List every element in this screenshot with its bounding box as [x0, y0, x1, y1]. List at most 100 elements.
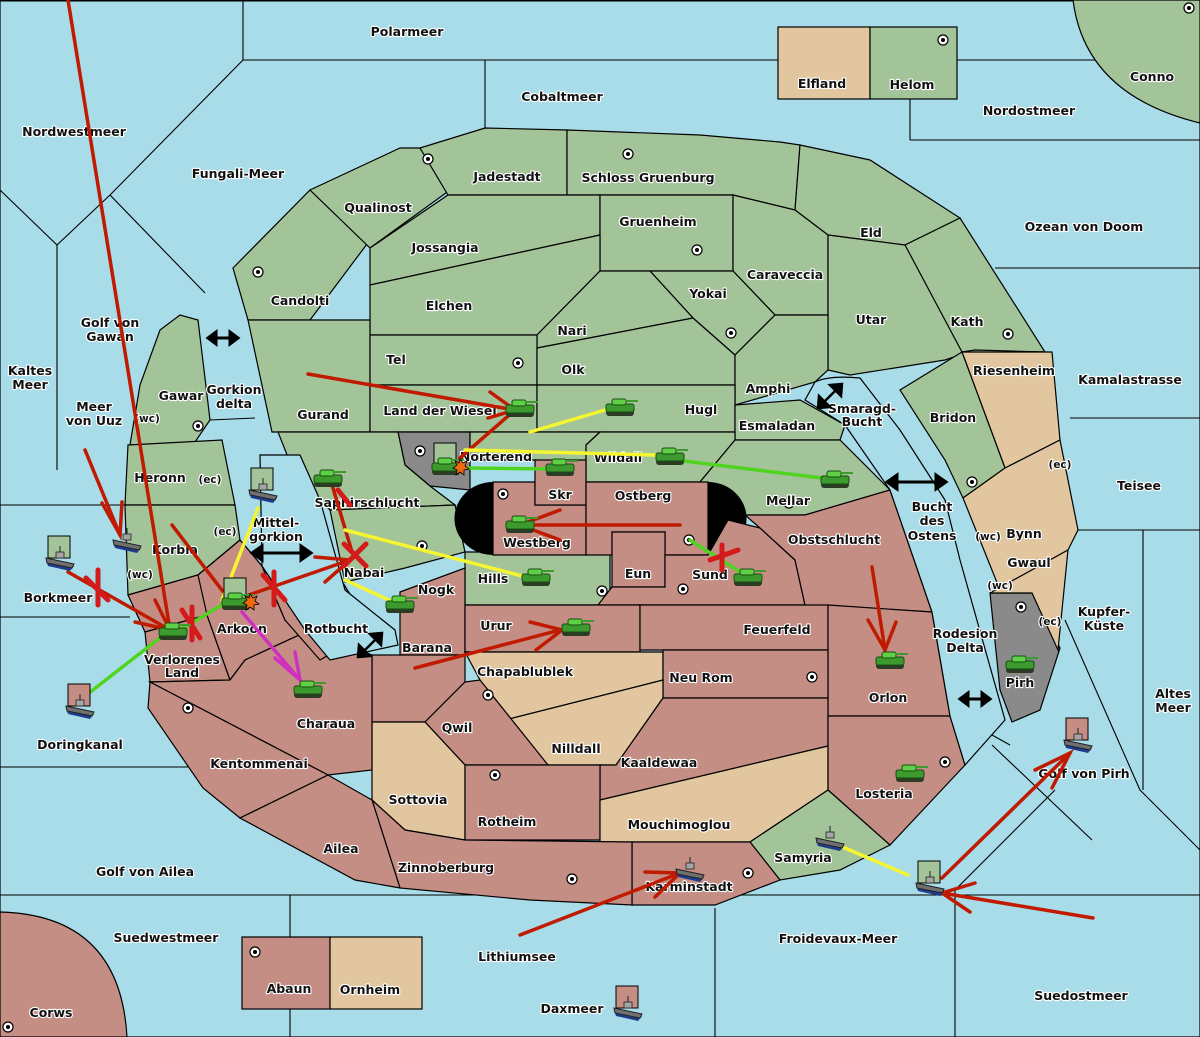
- region-label-smaragd1: Smaragd-: [828, 401, 896, 416]
- canal-arrow-smaragd: [816, 382, 844, 410]
- region-label-gwaul: Gwaul: [1007, 555, 1050, 570]
- army-unit[interactable]: [1005, 655, 1038, 673]
- army-unit[interactable]: [733, 568, 766, 586]
- region-label-smaragd2: Bucht: [842, 414, 883, 429]
- order-move: [940, 751, 1072, 880]
- region-label-utar: Utar: [856, 312, 888, 327]
- region-label-gorkion1: Gorkion: [206, 382, 261, 397]
- region-label-nabai: Nabai: [344, 565, 385, 580]
- army-unit[interactable]: [505, 399, 538, 417]
- fleet-unit[interactable]: [613, 985, 643, 1021]
- region-label-neurom: Neu Rom: [669, 670, 732, 685]
- supply-center-dot: [501, 492, 505, 496]
- fleet-unit[interactable]: [675, 857, 705, 882]
- supply-center-dot: [695, 248, 699, 252]
- fleet-unit[interactable]: [65, 683, 95, 719]
- supply-center-dot: [516, 361, 520, 365]
- coast-label-korbia-ec: (ec): [214, 526, 237, 538]
- tank-icon: [158, 622, 191, 640]
- fleet-unit[interactable]: [248, 467, 278, 503]
- supply-center-dot: [6, 1025, 10, 1029]
- army-unit[interactable]: [895, 764, 928, 782]
- fleet-unit[interactable]: [112, 528, 142, 553]
- tank-icon: [385, 595, 418, 613]
- order-move: [940, 891, 1095, 920]
- region-corws[interactable]: [0, 911, 128, 1037]
- region-label-rotheim: Rotheim: [478, 814, 537, 829]
- fleet-unit[interactable]: [815, 826, 845, 851]
- tank-icon: [820, 470, 853, 488]
- coast-label-gwaul-ec: (ec): [1039, 616, 1062, 628]
- region-label-eld: Eld: [860, 225, 882, 240]
- army-unit[interactable]: [605, 398, 638, 416]
- region-gwaul[interactable]: [989, 548, 1069, 653]
- army-unit[interactable]: [655, 447, 688, 465]
- region-label-nilldall: Nilldall: [551, 741, 600, 756]
- tank-icon: [521, 568, 554, 586]
- supply-center-dot: [810, 675, 814, 679]
- supply-center-dot: [970, 480, 974, 484]
- sea-bucht-des-ostens[interactable]: [804, 376, 1006, 767]
- ship-icon: [45, 546, 75, 571]
- region-elfland[interactable]: [777, 26, 871, 100]
- ship-icon: [613, 996, 643, 1021]
- region-label-olk: Olk: [561, 362, 585, 377]
- army-unit[interactable]: [313, 469, 346, 487]
- region-label-golfailea: Golf von Ailea: [96, 864, 194, 879]
- region-label-golfgawan2: Gawan: [86, 329, 134, 344]
- fleet-unit[interactable]: [1063, 717, 1093, 753]
- region-label-elfland: Elfland: [798, 76, 846, 91]
- canal-arrow-mittelgorkion: [249, 543, 314, 563]
- tank-icon: [895, 764, 928, 782]
- region-label-suedwestmeer: Suedwestmeer: [114, 930, 220, 945]
- region-ornheim[interactable]: [329, 936, 423, 1010]
- region-label-ornheim: Ornheim: [340, 982, 400, 997]
- supply-center-dot: [253, 950, 257, 954]
- order-support-hold: [463, 466, 562, 471]
- fleet-unit[interactable]: [915, 860, 945, 896]
- failed-order-marker: [260, 569, 288, 608]
- region-gruenheim[interactable]: [599, 194, 734, 272]
- region-label-altes2: Meer: [1155, 700, 1191, 715]
- region-label-fungali: Fungali-Meer: [192, 166, 285, 181]
- army-unit[interactable]: [505, 515, 538, 533]
- army-unit[interactable]: [385, 595, 418, 613]
- region-label-bucht2: des: [920, 513, 945, 528]
- region-conno[interactable]: [1072, 0, 1200, 124]
- region-label-bynn: Bynn: [1006, 526, 1041, 541]
- region-label-helom: Helom: [890, 77, 935, 92]
- failed-order-marker: [83, 567, 111, 608]
- army-unit[interactable]: [545, 458, 578, 476]
- region-label-amphi: Amphi: [746, 381, 791, 396]
- region-label-mellar: Mellar: [766, 493, 811, 508]
- tank-icon: [733, 568, 766, 586]
- region-ailea[interactable]: [238, 774, 401, 889]
- order-move: [83, 448, 122, 537]
- region-label-jossangia: Jossangia: [410, 240, 478, 255]
- army-unit[interactable]: [875, 651, 908, 669]
- coast-label-gawar-wc: (wc): [134, 413, 160, 425]
- region-label-bridon: Bridon: [930, 410, 976, 425]
- army-unit[interactable]: [431, 442, 470, 476]
- army-unit[interactable]: [521, 568, 554, 586]
- army-unit[interactable]: [293, 680, 326, 698]
- region-label-skr: Skr: [548, 487, 572, 502]
- supply-center-dot: [787, 501, 791, 505]
- region-label-kaltes2: Meer: [12, 377, 48, 392]
- coast-label-heronn-ec: (ec): [199, 474, 222, 486]
- region-label-uuz2: von Uuz: [66, 413, 122, 428]
- supply-center-dot: [570, 877, 574, 881]
- army-unit[interactable]: [221, 577, 260, 611]
- supply-center-dot: [426, 157, 430, 161]
- tank-icon: [655, 447, 688, 465]
- army-unit[interactable]: [820, 470, 853, 488]
- fleet-unit[interactable]: [45, 535, 75, 571]
- supply-center-dot: [943, 760, 947, 764]
- army-unit[interactable]: [158, 622, 191, 640]
- region-label-uuz1: Meer: [76, 399, 112, 414]
- order-support: [836, 843, 910, 877]
- army-unit[interactable]: [561, 618, 594, 636]
- region-label-verlorenes1: Verlorenes: [144, 652, 220, 667]
- region-kentommenai[interactable]: [147, 681, 330, 819]
- region-label-mouchi: Mouchimoglou: [628, 817, 731, 832]
